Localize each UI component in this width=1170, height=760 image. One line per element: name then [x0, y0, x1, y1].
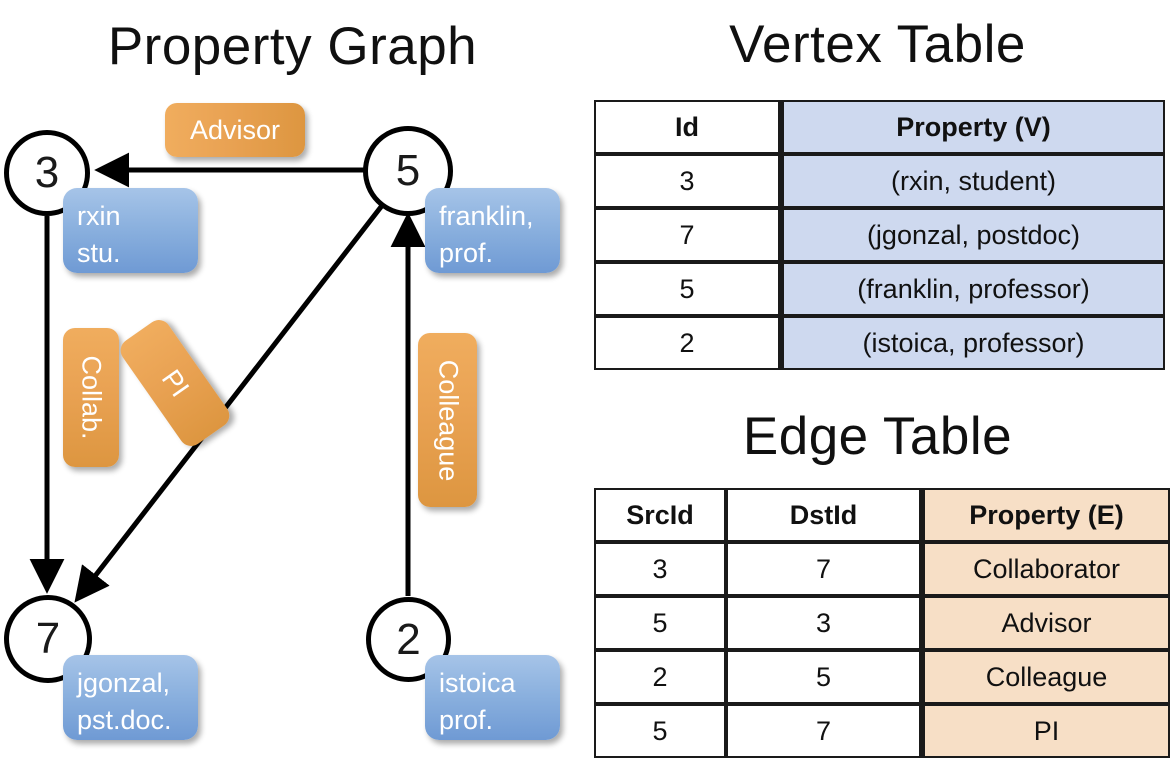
vertex-property-line-2: prof. — [439, 238, 494, 269]
edge-cell-property: Advisor — [921, 596, 1170, 650]
edge-label-box-advisor: Advisor — [165, 103, 305, 157]
vertex-property-box-jgonzal: jgonzal, pst.doc. — [63, 655, 198, 740]
edge-label-box-collab: Collab. — [63, 328, 119, 467]
edge-cell-dstid: 7 — [726, 542, 921, 596]
edge-cell-property: Collaborator — [921, 542, 1170, 596]
page-title-vertex-table: Vertex Table — [729, 15, 1026, 74]
property-graph-diagram: 3 5 7 2 rxin stu. franklin, prof. jgonza… — [4, 103, 560, 740]
edge-cell-srcid: 2 — [594, 650, 726, 704]
vertex-cell-property: (franklin, professor) — [780, 262, 1165, 316]
vertex-property-box-rxin: rxin stu. — [63, 188, 198, 273]
vertex-property-line-1: franklin, — [439, 201, 534, 231]
edge-label-collab: Collab. — [76, 355, 107, 440]
graph-node-5-label: 5 — [395, 146, 421, 195]
edge-cell-dstid: 7 — [726, 704, 921, 758]
page-title-edge-table: Edge Table — [742, 407, 1013, 466]
table-row[interactable]: 5 (franklin, professor) — [594, 262, 1165, 316]
vertex-header-property: Property (V) — [780, 100, 1165, 154]
table-row[interactable]: 5 3 Advisor — [594, 596, 1170, 650]
vertex-property-line-2: pst.doc. — [77, 705, 172, 736]
vertex-cell-id: 5 — [594, 262, 780, 316]
edge-cell-srcid: 3 — [594, 542, 726, 596]
vertex-table: Id Property (V) 3 (rxin, student) 7 (jgo… — [594, 100, 1165, 370]
table-header-row: Id Property (V) — [594, 100, 1165, 154]
table-header-row: SrcId DstId Property (E) — [594, 488, 1170, 542]
vertex-cell-id: 7 — [594, 208, 780, 262]
edge-label-pi: PI — [155, 363, 196, 402]
edge-cell-property: Colleague — [921, 650, 1170, 704]
table-row[interactable]: 3 (rxin, student) — [594, 154, 1165, 208]
vertex-header-id: Id — [594, 100, 780, 154]
graph-node-7-label: 7 — [35, 614, 61, 663]
vertex-property-line-2: stu. — [77, 238, 121, 269]
graph-edges-svg — [29, 152, 426, 603]
graph-node-2[interactable]: 2 — [366, 597, 451, 682]
table-row[interactable]: 7 (jgonzal, postdoc) — [594, 208, 1165, 262]
page-title-property-graph: Property Graph — [107, 17, 478, 76]
vertex-property-line-1: rxin — [77, 201, 121, 231]
edge-header-dstid: DstId — [726, 488, 921, 542]
table-row[interactable]: 3 7 Collaborator — [594, 542, 1170, 596]
edge-cell-srcid: 5 — [594, 704, 726, 758]
vertex-cell-property: (istoica, professor) — [780, 316, 1165, 370]
vertex-property-line-1: istoica — [439, 668, 516, 698]
table-row[interactable]: 2 5 Colleague — [594, 650, 1170, 704]
edge-cell-property: PI — [921, 704, 1170, 758]
vertex-property-box-franklin: franklin, prof. — [425, 188, 560, 273]
edge-label-colleague: Colleague — [433, 359, 463, 481]
vertex-property-line-1: jgonzal, — [77, 668, 171, 698]
edge-5-to-7-pi — [74, 201, 386, 603]
edge-header-srcid: SrcId — [594, 488, 726, 542]
table-row[interactable]: 5 7 PI — [594, 704, 1170, 758]
edge-cell-srcid: 5 — [594, 596, 726, 650]
table-row[interactable]: 2 (istoica, professor) — [594, 316, 1165, 370]
edge-cell-dstid: 5 — [726, 650, 921, 704]
vertex-cell-id: 3 — [594, 154, 780, 208]
edge-label-box-colleague: Colleague — [418, 333, 477, 507]
vertex-cell-id: 2 — [594, 316, 780, 370]
edge-cell-dstid: 3 — [726, 596, 921, 650]
vertex-cell-property: (jgonzal, postdoc) — [780, 208, 1165, 262]
edge-table: SrcId DstId Property (E) 3 7 Collaborato… — [594, 488, 1170, 758]
graph-node-2-label: 2 — [396, 614, 421, 664]
edge-label-advisor: Advisor — [189, 114, 281, 145]
vertex-property-line-2: prof. — [439, 705, 494, 736]
edge-header-property: Property (E) — [921, 488, 1170, 542]
vertex-cell-property: (rxin, student) — [780, 154, 1165, 208]
vertex-property-box-istoica: istoica prof. — [425, 655, 560, 740]
graph-node-3-label: 3 — [34, 148, 60, 197]
